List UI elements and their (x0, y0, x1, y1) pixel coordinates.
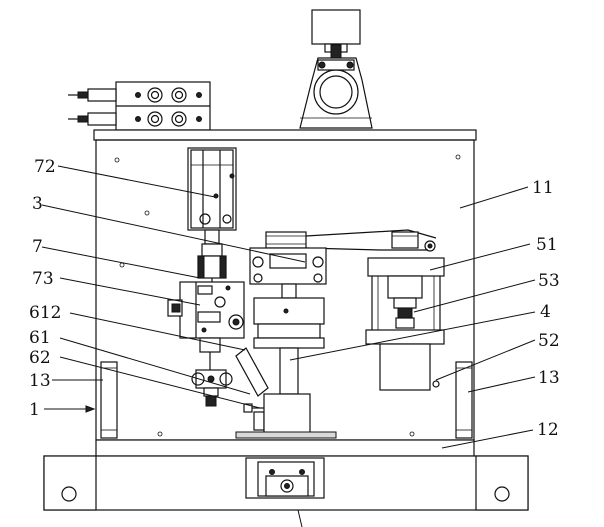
callout-12: 12 (537, 420, 559, 440)
side-support-left (100, 361, 118, 439)
solenoid-valve-block (68, 81, 211, 131)
coupling-53 (393, 297, 417, 329)
callout-1: 1 (29, 400, 40, 420)
callout-13-right: 13 (538, 368, 560, 388)
cylinder-72 (187, 147, 237, 245)
callout-13-left: 13 (29, 371, 51, 391)
callout-4: 4 (540, 302, 551, 322)
base (43, 455, 529, 527)
leader-lines (41, 165, 536, 449)
main-frame (93, 129, 477, 497)
valve-body-73 (167, 281, 245, 339)
callout-53: 53 (538, 271, 560, 291)
guide-plate-612 (235, 347, 269, 397)
motor-52 (365, 329, 445, 391)
callout-51: 51 (536, 235, 558, 255)
callout-612: 612 (29, 303, 61, 323)
callout-3: 3 (32, 194, 43, 214)
callout-72: 72 (34, 157, 56, 177)
callout-7: 7 (32, 237, 43, 257)
side-support-right (455, 361, 473, 439)
central-spindle (235, 229, 437, 439)
callout-11: 11 (532, 178, 554, 198)
column-assembly-7 (197, 243, 227, 282)
callout-52: 52 (538, 331, 560, 351)
callout-61: 61 (29, 328, 51, 348)
callout-62: 62 (29, 348, 51, 368)
callout-73: 73 (32, 269, 54, 289)
callouts: 72 3 7 73 612 61 62 13 1 11 51 53 4 52 1… (29, 157, 560, 440)
nozzle-62 (243, 403, 266, 431)
top-gauge-assembly (299, 9, 373, 129)
